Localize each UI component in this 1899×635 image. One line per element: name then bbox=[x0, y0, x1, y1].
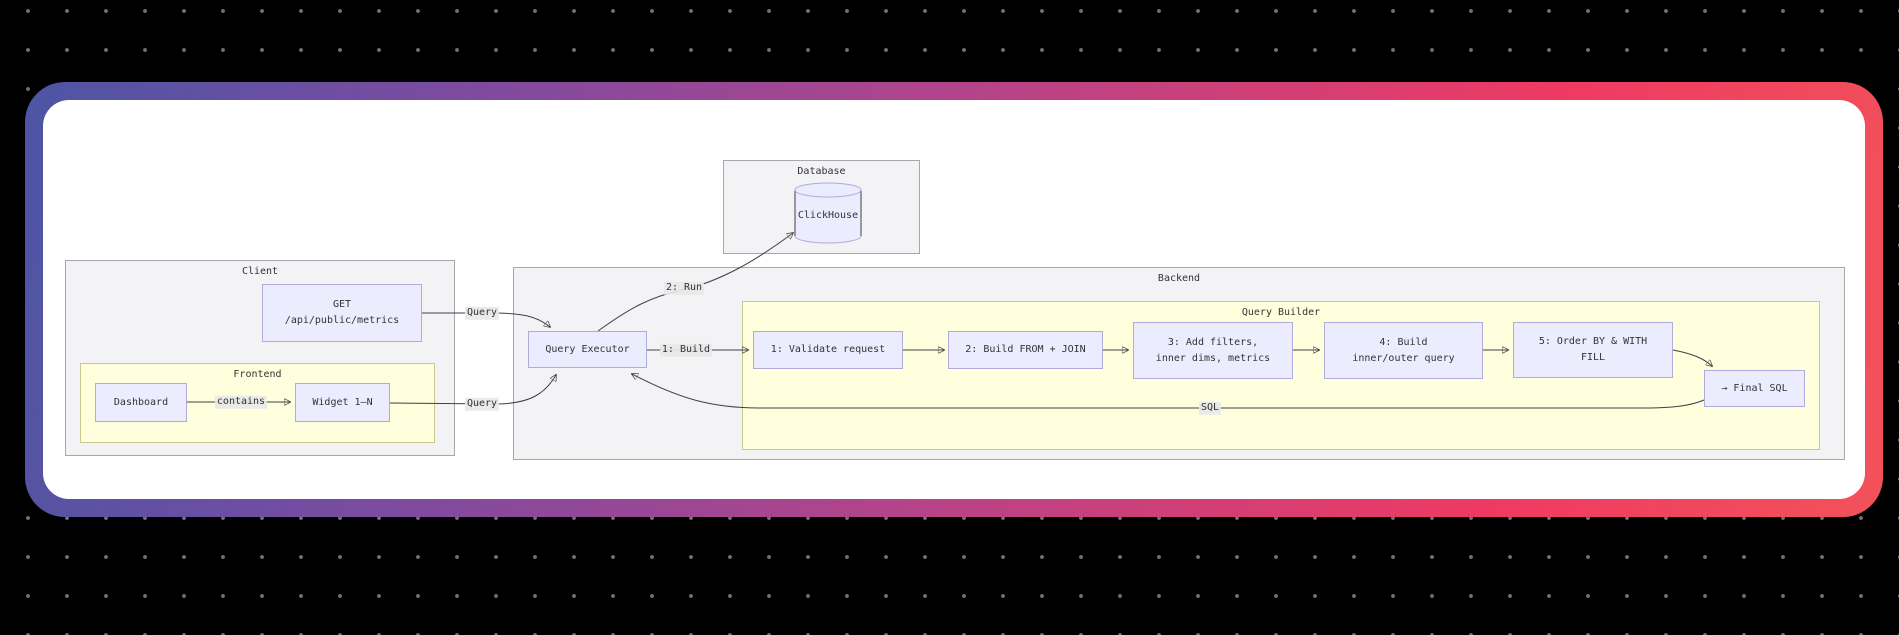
node-step3-line2: inner dims, metrics bbox=[1155, 352, 1271, 364]
node-step5-line2: FILL bbox=[1580, 352, 1606, 363]
cluster-client-title: Client bbox=[241, 266, 279, 277]
clickhouse-cylinder bbox=[794, 182, 862, 244]
edge-label-sql: SQL bbox=[1198, 401, 1222, 415]
edge-final-sql-return bbox=[632, 374, 1705, 409]
node-step4-line2: inner/outer query bbox=[1352, 352, 1455, 364]
node-get-api: GET /api/public/metrics bbox=[262, 284, 422, 342]
node-step2-build-from-join: 2: Build FROM + JOIN bbox=[948, 331, 1103, 369]
node-widget: Widget 1–N bbox=[295, 383, 390, 422]
edge-label-query-top: Query bbox=[464, 306, 500, 320]
node-dashboard-label: Dashboard bbox=[113, 396, 169, 408]
node-final-sql: → Final SQL bbox=[1704, 370, 1805, 407]
edge-label-build: 1: Build bbox=[659, 343, 713, 357]
edge-step5-final-sql bbox=[1672, 349, 1712, 366]
node-step1-label: 1: Validate request bbox=[770, 344, 886, 355]
cluster-query-builder-title: Query Builder bbox=[1241, 307, 1321, 318]
cluster-backend-title: Backend bbox=[1157, 273, 1201, 284]
node-step3-line1: 3: Add filters, bbox=[1167, 336, 1259, 348]
node-final-sql-label: → Final SQL bbox=[1721, 382, 1788, 394]
node-step4-build-query: 4: Build inner/outer query bbox=[1324, 322, 1483, 379]
node-query-executor: Query Executor bbox=[528, 331, 647, 368]
node-get-line1: GET bbox=[332, 299, 352, 310]
cluster-database-title: Database bbox=[797, 166, 846, 177]
node-query-executor-label: Query Executor bbox=[545, 343, 630, 355]
node-step5-line1: 5: Order BY & WITH bbox=[1538, 336, 1648, 347]
node-widget-label: Widget 1–N bbox=[312, 396, 373, 408]
node-step2-label: 2: Build FROM + JOIN bbox=[965, 344, 1086, 355]
node-step5-order-by: 5: Order BY & WITH FILL bbox=[1513, 322, 1673, 378]
node-dashboard: Dashboard bbox=[95, 383, 187, 422]
node-step3-add-filters: 3: Add filters, inner dims, metrics bbox=[1133, 322, 1293, 379]
edge-label-contains: contains bbox=[214, 395, 268, 409]
edge-label-run: 2: Run bbox=[663, 281, 705, 295]
cluster-frontend-title: Frontend bbox=[233, 369, 282, 380]
node-step4-line1: 4: Build bbox=[1379, 336, 1428, 348]
edge-label-query-bottom: Query bbox=[464, 397, 500, 411]
node-step1-validate: 1: Validate request bbox=[753, 331, 903, 369]
node-clickhouse-label: ClickHouse bbox=[797, 210, 859, 221]
node-get-line2: /api/public/metrics bbox=[284, 315, 400, 326]
